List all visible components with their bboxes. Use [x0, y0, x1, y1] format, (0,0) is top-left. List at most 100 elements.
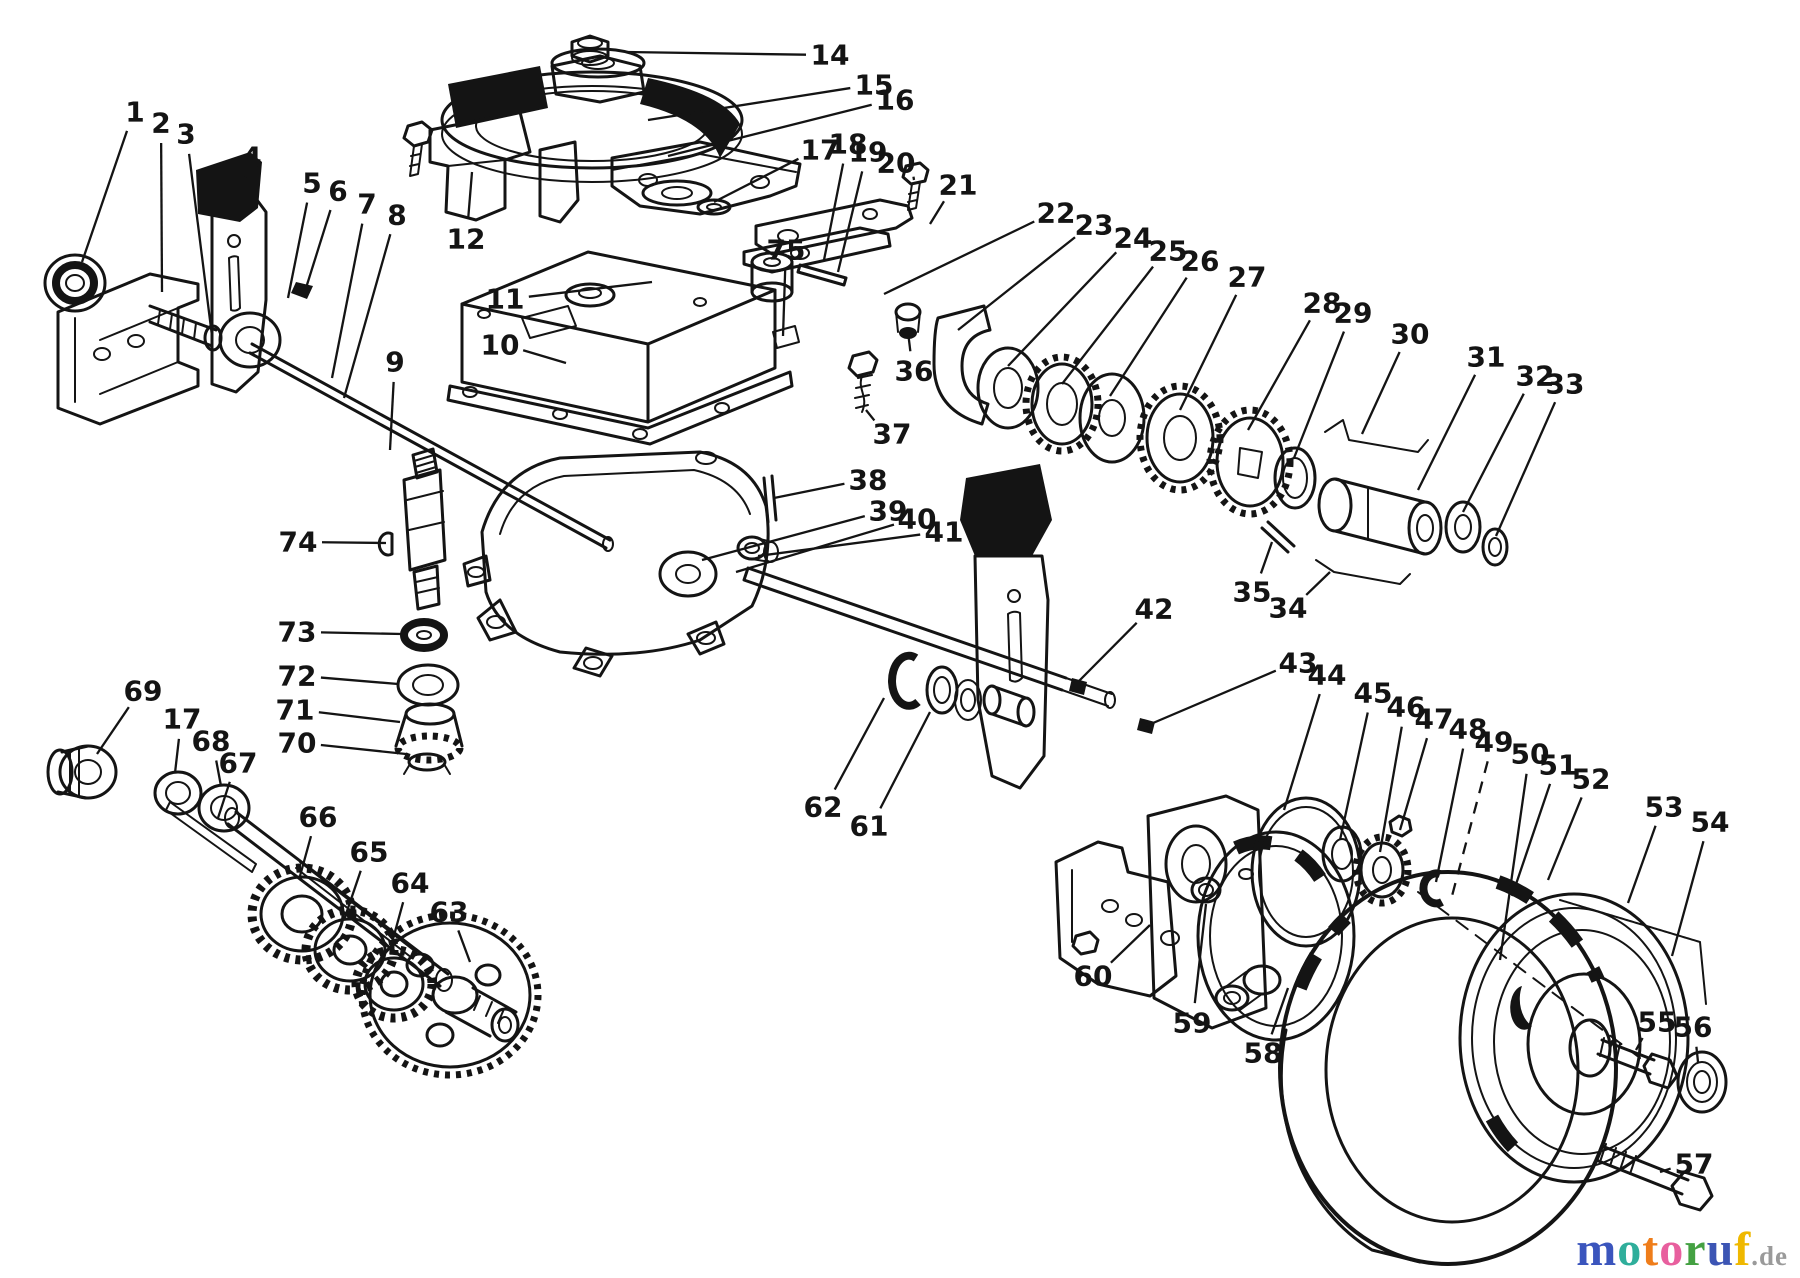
part-callout-46-44: 46 [1378, 691, 1425, 853]
part-callout-2-1: 2 [151, 107, 171, 293]
part-callout-27-25: 27 [1178, 261, 1266, 411]
part-callout-9-8: 9 [385, 346, 405, 451]
belt-guard-brackets [402, 110, 580, 224]
part-callout-58-56: 58 [1244, 987, 1290, 1070]
clutch-pin [1260, 520, 1296, 554]
leader-line-17 [173, 738, 181, 774]
watermark-letter: f [1734, 1223, 1752, 1276]
part-callout-43-41: 43 [1145, 647, 1317, 728]
part-callout-6-5: 6 [304, 175, 348, 289]
part-number-22: 22 [1037, 197, 1076, 230]
shaft-key [1069, 678, 1087, 695]
engine-mount-plate [610, 140, 848, 287]
leader-line-43 [1145, 669, 1277, 728]
part-number-57: 57 [1675, 1148, 1714, 1181]
leader-line-34 [1305, 571, 1331, 596]
part-callout-44-42: 44 [1282, 659, 1346, 811]
watermark-letter: t [1642, 1223, 1660, 1276]
part-number-10: 10 [481, 329, 520, 362]
part-callout-16-14: 16 [667, 84, 914, 158]
part-number-63: 63 [430, 896, 469, 929]
part-number-37: 37 [873, 418, 912, 451]
leader-line-42 [1077, 622, 1138, 683]
pinion-nut [1388, 814, 1413, 838]
leader-line-16 [667, 103, 872, 158]
leader-line-56 [1695, 1046, 1700, 1063]
part-number-42: 42 [1135, 593, 1174, 626]
part-number-45: 45 [1354, 677, 1393, 710]
part-number-64: 64 [391, 867, 430, 900]
part-number-29: 29 [1334, 297, 1373, 330]
part-callout-18-16: 18 [822, 128, 867, 261]
leader-line-19 [836, 171, 864, 273]
part-number-39: 39 [869, 495, 908, 528]
part-callout-66-64: 66 [299, 801, 337, 877]
part-callout-28-26: 28 [1246, 287, 1341, 431]
part-number-5: 5 [302, 167, 321, 200]
part-callout-53-51: 53 [1626, 791, 1683, 904]
part-callout-47-45: 47 [1398, 703, 1453, 831]
part-number-2: 2 [151, 107, 170, 140]
part-callout-69-68: 69 [96, 675, 162, 755]
leader-line-31 [1416, 374, 1477, 491]
part-number-23: 23 [1075, 209, 1114, 242]
part-callout-59-57: 59 [1173, 903, 1211, 1040]
bearing-pad [772, 325, 800, 349]
part-callout-54-52: 54 [1670, 806, 1729, 957]
part-callout-25-23: 25 [1061, 235, 1187, 385]
leader-line-53 [1626, 825, 1657, 904]
part-callout-8-7: 8 [342, 199, 407, 399]
part-number-24: 24 [1114, 222, 1153, 255]
watermark-suffix: .de [1751, 1241, 1788, 1271]
part-callout-33-31: 33 [1494, 368, 1584, 537]
leader-line-2 [159, 142, 164, 293]
part-number-75: 75 [767, 234, 806, 267]
worm-gear-shaft [377, 447, 447, 611]
part-number-72: 72 [278, 660, 317, 693]
part-number-70: 70 [278, 727, 317, 760]
part-number-35: 35 [1233, 576, 1272, 609]
part-callout-22-20: 22 [883, 197, 1076, 296]
case-bolt-spring [847, 350, 879, 413]
part-callout-4-3: 4 [242, 141, 262, 179]
c-ring [888, 651, 921, 710]
leader-line-45 [1338, 712, 1369, 841]
part-callout-15-13: 15 [647, 69, 893, 122]
sprocket-63 [358, 911, 542, 1079]
part-number-41: 41 [925, 516, 964, 549]
axle-key [165, 801, 257, 873]
part-number-62: 62 [804, 791, 843, 824]
clutch-spring-lower [1315, 559, 1411, 585]
leader-line-39 [701, 514, 866, 562]
roll-pin [796, 263, 848, 287]
part-number-21: 21 [939, 169, 978, 202]
leader-line-54 [1670, 840, 1705, 957]
leader-line-35 [1259, 541, 1274, 574]
part-number-14: 14 [811, 39, 850, 72]
part-callout-55-53: 55 [1634, 1006, 1676, 1051]
clutch-spring-upper [1324, 419, 1429, 453]
watermark-letter: o [1617, 1223, 1643, 1276]
engine-pulley-assembly [440, 34, 744, 207]
part-callout-71-70: 71 [276, 694, 401, 727]
leader-line-73 [320, 631, 403, 636]
leader-line-60 [1110, 924, 1151, 964]
part-callout-26-24: 26 [1109, 245, 1219, 397]
part-number-34: 34 [1269, 592, 1308, 625]
wheel-pinion [1352, 833, 1412, 907]
part-callout-17-15: 17 [713, 134, 839, 204]
bracket-bolt [1071, 930, 1100, 956]
part-number-31: 31 [1467, 341, 1506, 374]
leader-line-5 [286, 202, 309, 299]
leader-line-11 [528, 280, 653, 298]
part-callout-73-72: 73 [278, 616, 403, 649]
bevel-gear-stack [394, 618, 464, 775]
leader-line-72 [320, 676, 399, 686]
part-callout-60-58: 60 [1074, 924, 1151, 993]
part-callout-11-10: 11 [486, 280, 653, 316]
leader-line-38 [773, 482, 845, 500]
clutch-stack [932, 304, 1509, 585]
leader-line-17 [713, 157, 799, 204]
leader-line-9 [388, 381, 395, 451]
leader-line-28 [1246, 319, 1311, 431]
